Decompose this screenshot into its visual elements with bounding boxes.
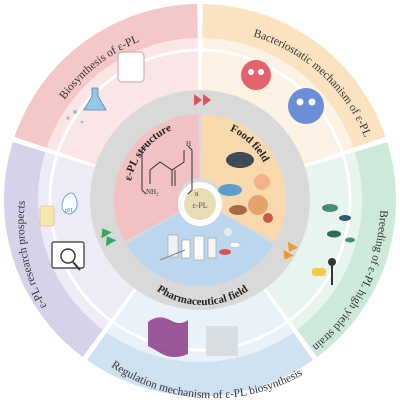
arrow-orange-icon bbox=[283, 241, 299, 260]
arrow-red-icon bbox=[194, 94, 211, 106]
lab-flask-icon bbox=[66, 51, 145, 124]
food-illustration-icon bbox=[218, 152, 273, 223]
center-label: ε-PL bbox=[192, 201, 207, 210]
regulation-images-icon bbox=[148, 317, 238, 357]
middle-separator bbox=[48, 48, 352, 352]
ph-label: pH bbox=[65, 208, 73, 214]
virus-icon bbox=[241, 60, 324, 124]
bacteria-strain-icon bbox=[312, 204, 355, 285]
molecule-amine-label: NH₂ bbox=[146, 188, 159, 196]
arrow-green-icon bbox=[101, 228, 117, 247]
molecule-superscript-h: H bbox=[186, 140, 191, 148]
molecule-structure-icon bbox=[141, 145, 193, 195]
research-prospects-icon: pH bbox=[39, 192, 85, 271]
inner-sector-structure bbox=[113, 114, 200, 242]
center-disc bbox=[184, 188, 216, 220]
pharma-illustration-icon bbox=[159, 228, 241, 261]
molecule-subscript-n: n bbox=[195, 190, 199, 198]
